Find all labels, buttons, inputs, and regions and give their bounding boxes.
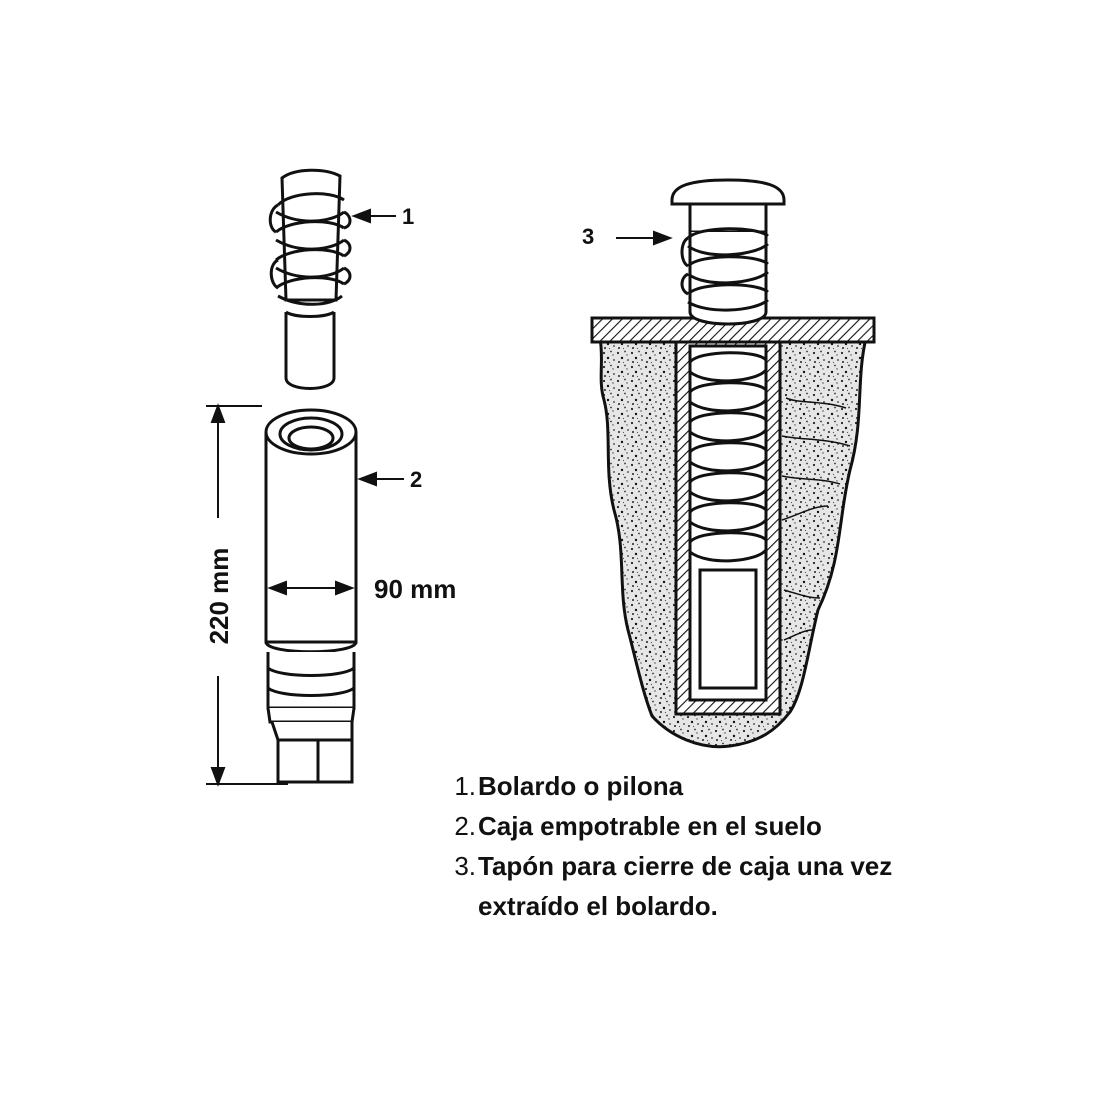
legend-item: 1. Bolardo o pilona <box>448 766 968 806</box>
legend-item: 3. Tapón para cierre de caja una vez ext… <box>448 846 968 926</box>
legend-item-number: 2. <box>454 811 476 841</box>
ground-box-sleeve <box>264 408 358 784</box>
parts-legend: 1. Bolardo o pilona 2. Caja empotrable e… <box>448 766 968 926</box>
height-dimension-label: 220 mm <box>204 548 234 645</box>
legend-item-text: Caja empotrable en el suelo <box>478 811 822 841</box>
diameter-dimension-line <box>267 580 355 596</box>
callout-number-1: 1 <box>402 204 414 229</box>
internal-thread-section <box>688 351 768 563</box>
legend-item-text: Tapón para cierre de caja una vez extraí… <box>478 851 893 921</box>
height-dimension-line <box>206 403 288 787</box>
legend-item-number: 3. <box>454 851 476 881</box>
legend-item-number: 1. <box>454 771 476 801</box>
callout-arrow-1 <box>351 208 396 224</box>
bollard-thread-turns <box>268 192 352 306</box>
bollard-threaded-end <box>268 168 352 390</box>
closing-plug <box>670 178 786 326</box>
concrete-crack-lines <box>781 397 851 641</box>
callout-number-2: 2 <box>410 467 422 492</box>
legend-item: 2. Caja empotrable en el suelo <box>448 806 968 846</box>
callout-arrow-2 <box>357 471 404 487</box>
embedded-box-section <box>674 340 782 716</box>
legend-item-text: Bolardo o pilona <box>478 771 684 801</box>
diameter-dimension-label: 90 mm <box>374 574 456 604</box>
callout-number-3: 3 <box>582 224 594 249</box>
callout-arrow-3 <box>616 230 673 246</box>
